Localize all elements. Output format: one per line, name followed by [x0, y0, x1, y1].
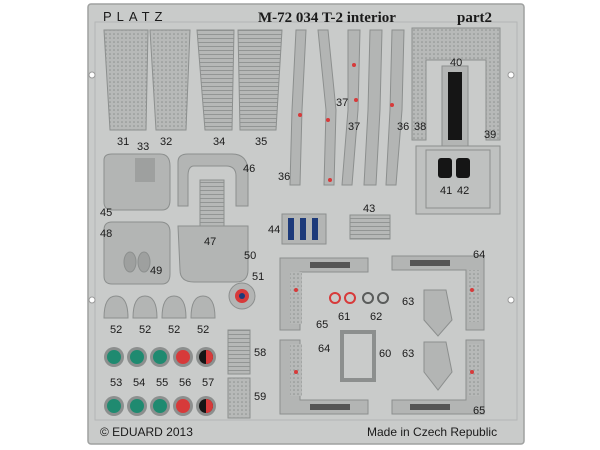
copyright-label: © EDUARD 2013 — [100, 425, 193, 439]
part-label-48: 48 — [100, 228, 112, 240]
part-label: part2 — [457, 10, 492, 26]
part-53-57-dials-top — [104, 347, 216, 367]
part-label-52a: 52 — [110, 324, 122, 336]
part-43-44-strips — [281, 213, 391, 245]
part-36-37-rails — [289, 29, 405, 186]
part-label-44: 44 — [268, 224, 280, 236]
part-38-39-console — [411, 27, 501, 215]
origin-label: Made in Czech Republic — [367, 425, 497, 439]
part-label-56: 56 — [179, 377, 191, 389]
part-label-65a: 65 — [316, 319, 328, 331]
part-label-57: 57 — [202, 377, 214, 389]
part-label-64b: 64 — [318, 343, 330, 355]
part-label-47: 47 — [204, 236, 216, 248]
part-label-46: 46 — [243, 163, 255, 175]
part-52-caps — [103, 295, 216, 319]
part-label-65b: 65 — [473, 405, 485, 417]
part-label-53: 53 — [110, 377, 122, 389]
part-label-64a: 64 — [473, 249, 485, 261]
part-label-45: 45 — [100, 207, 112, 219]
part-label-59: 59 — [254, 391, 266, 403]
part-label-38: 38 — [414, 121, 426, 133]
mount-hole-icon — [88, 71, 96, 79]
part-label-55: 55 — [156, 377, 168, 389]
part-label-49: 49 — [150, 265, 162, 277]
part-58-59-strips — [227, 329, 251, 419]
part-label-50: 50 — [244, 250, 256, 262]
part-label-61: 61 — [338, 311, 350, 323]
part-label-40: 40 — [450, 57, 462, 69]
part-label-52c: 52 — [168, 324, 180, 336]
part-label-63b: 63 — [402, 348, 414, 360]
part-label-63a: 63 — [402, 296, 414, 308]
part-label-52b: 52 — [139, 324, 151, 336]
part-64-65-lower — [279, 339, 485, 415]
part-label-41: 41 — [440, 185, 452, 197]
part-label-34: 34 — [213, 136, 225, 148]
mount-hole-icon — [507, 296, 515, 304]
part-label-37a: 37 — [336, 97, 348, 109]
part-47-50-trays — [103, 221, 249, 285]
part-label-36a: 36 — [397, 121, 409, 133]
part-label-52d: 52 — [197, 324, 209, 336]
part-label-32: 32 — [160, 136, 172, 148]
part-61-62-rings — [329, 292, 389, 304]
part-label-58: 58 — [254, 347, 266, 359]
part-label-35: 35 — [255, 136, 267, 148]
kit-title: M-72 034 T-2 interior — [258, 10, 396, 26]
part-34-35-panels — [196, 29, 283, 131]
part-31-32-panels — [103, 29, 191, 131]
part-label-62: 62 — [370, 311, 382, 323]
fret-inner-frame — [94, 21, 518, 421]
part-label-51: 51 — [252, 271, 264, 283]
part-label-39: 39 — [484, 129, 496, 141]
part-label-43: 43 — [363, 203, 375, 215]
part-label-37b: 37 — [348, 121, 360, 133]
part-45-46-trays — [103, 153, 249, 229]
part-60-frame — [340, 330, 376, 382]
part-64-65-upper — [279, 255, 485, 331]
part-label-31: 31 — [117, 136, 129, 148]
part-63-brackets — [423, 289, 453, 391]
part-51-disc — [228, 282, 256, 310]
mount-hole-icon — [88, 296, 96, 304]
part-label-36b: 36 — [278, 171, 290, 183]
part-label-33: 33 — [137, 141, 149, 153]
part-label-42: 42 — [457, 185, 469, 197]
part-label-54: 54 — [133, 377, 145, 389]
dials-bottom — [104, 396, 216, 416]
brand-label: PLATZ — [103, 9, 168, 24]
part-label-60: 60 — [379, 348, 391, 360]
mount-hole-icon — [507, 71, 515, 79]
